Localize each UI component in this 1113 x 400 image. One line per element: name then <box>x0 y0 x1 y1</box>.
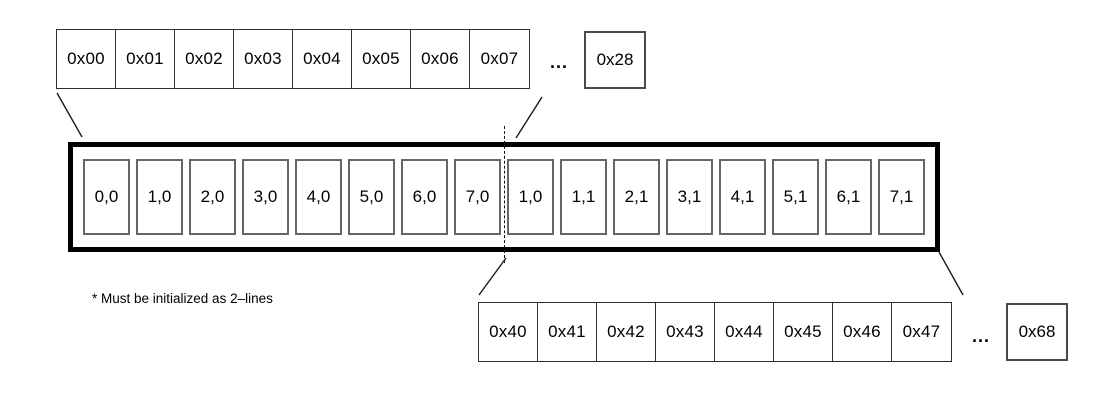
cache-cell: 7,0 <box>454 159 501 235</box>
top-detached-memory-cell: 0x28 <box>584 31 646 89</box>
top-ellipsis: ... <box>550 52 569 72</box>
bottom-ellipsis: ... <box>972 326 991 346</box>
memory-cell: 0x45 <box>774 303 833 361</box>
memory-cell: 0x40 <box>479 303 538 361</box>
cache-cell: 3,0 <box>242 159 289 235</box>
memory-cell: 0x02 <box>175 30 234 88</box>
connector-bottom-right <box>938 251 964 296</box>
footnote: * Must be initialized as 2–lines <box>92 291 273 306</box>
memory-cell: 0x43 <box>656 303 715 361</box>
memory-cell: 0x41 <box>538 303 597 361</box>
connector-top-right <box>515 96 543 139</box>
cache-cell: 1,1 <box>560 159 607 235</box>
cache-cell: 2,1 <box>613 159 660 235</box>
cache-cell: 2,0 <box>189 159 236 235</box>
cache-cell: 5,1 <box>772 159 819 235</box>
memory-cell: 0x46 <box>833 303 892 361</box>
memory-cell: 0x00 <box>57 30 116 88</box>
cache-cell: 3,1 <box>666 159 713 235</box>
cache-cell: 5,0 <box>348 159 395 235</box>
cache-cell: 0,0 <box>83 159 130 235</box>
cache-cell: 6,0 <box>401 159 448 235</box>
memory-cell: 0x01 <box>116 30 175 88</box>
memory-cell: 0x06 <box>411 30 470 88</box>
memory-cell: 0x04 <box>293 30 352 88</box>
memory-cell: 0x03 <box>234 30 293 88</box>
bottom-memory-strip: 0x40 0x41 0x42 0x43 0x44 0x45 0x46 0x47 <box>478 302 952 362</box>
memory-cell: 0x42 <box>597 303 656 361</box>
line-boundary-dashed-divider <box>504 126 505 263</box>
memory-cell: 0x07 <box>480 48 519 68</box>
memory-cell: 0x47 <box>902 321 941 341</box>
connector-top-left <box>56 92 83 138</box>
cache-cell: 6,1 <box>825 159 872 235</box>
cache-cell: 4,1 <box>719 159 766 235</box>
memory-cell: 0x05 <box>352 30 411 88</box>
memory-cell: 0x44 <box>715 303 774 361</box>
cache-cell: 7,1 <box>878 159 925 235</box>
connector-bottom-left <box>478 257 507 296</box>
bottom-detached-memory-cell: 0x68 <box>1006 303 1068 361</box>
top-memory-strip: 0x00 0x01 0x02 0x03 0x04 0x05 0x06 0x07 <box>56 29 530 89</box>
cache-cell: 4,0 <box>295 159 342 235</box>
cache-cell: 1,0 <box>507 159 554 235</box>
cache-cell: 1,0 <box>136 159 183 235</box>
